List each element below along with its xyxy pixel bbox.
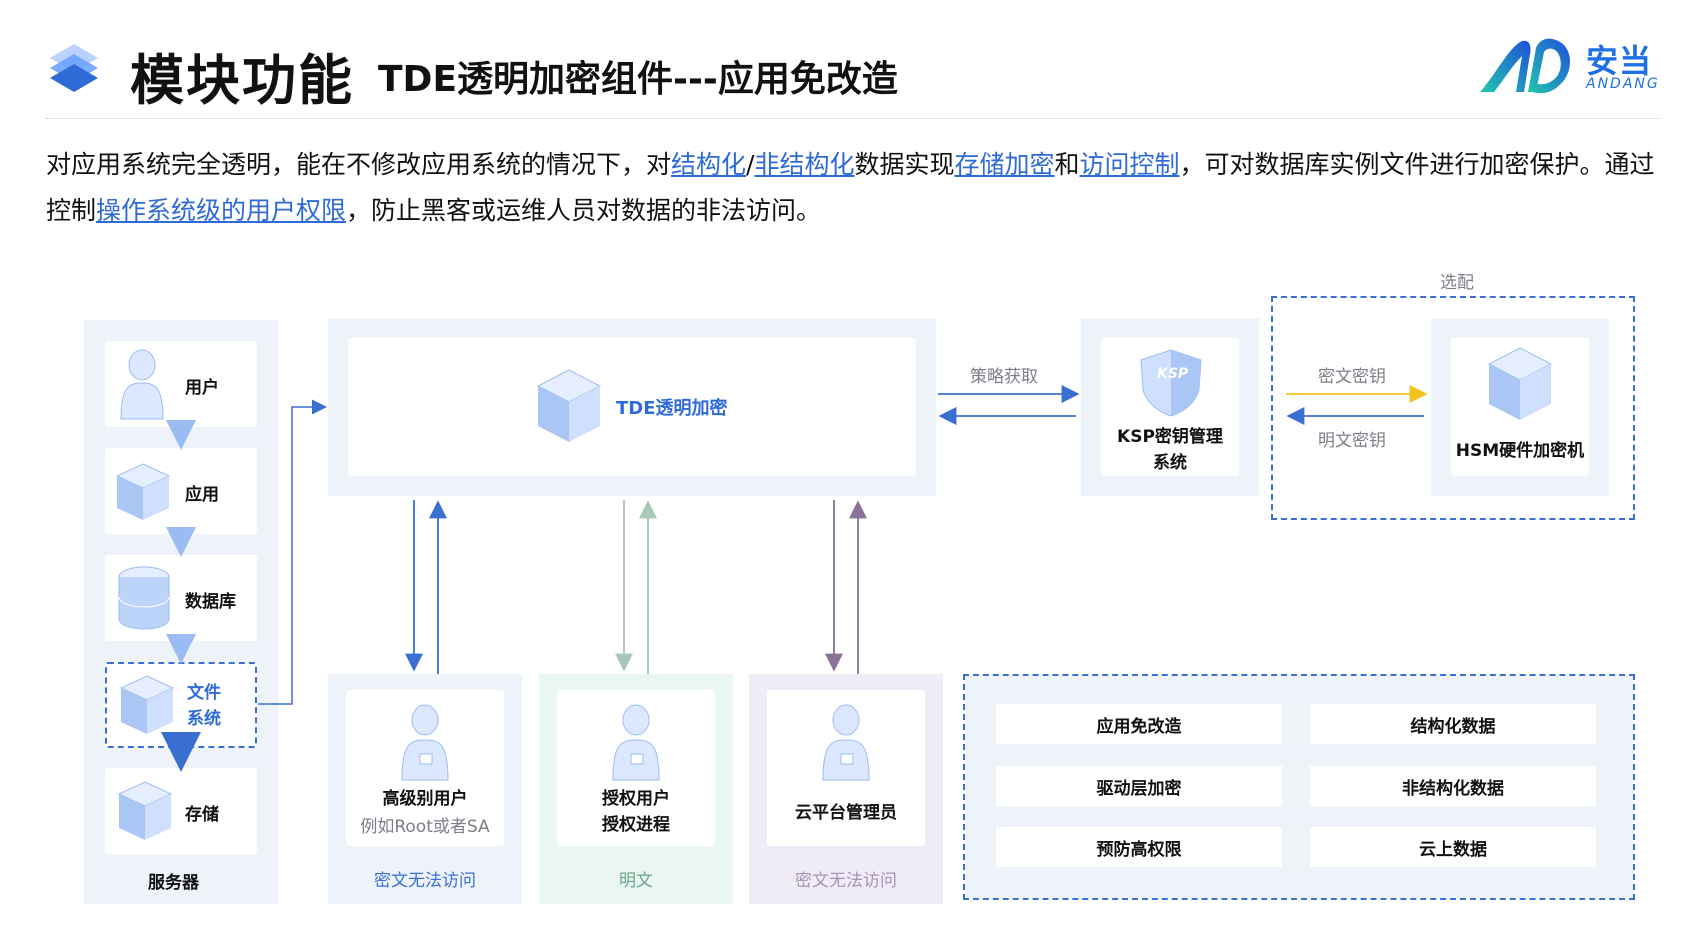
user-card-authorized: 授权用户 授权进程 xyxy=(557,690,715,846)
user-icon xyxy=(120,349,164,420)
authorized-user-icon xyxy=(612,704,660,781)
andang-logo-icon xyxy=(1480,38,1571,94)
privileged-user-icon xyxy=(401,704,449,781)
intro-paragraph: 对应用系统完全透明，能在不修改应用系统的情况下，对结构化/非结构化数据实现存储加… xyxy=(46,142,1666,234)
feature-item: 非结构化数据 xyxy=(1310,766,1596,806)
ksp-card: KSP KSP密钥管理 系统 xyxy=(1101,338,1239,476)
feature-item: 云上数据 xyxy=(1310,827,1596,867)
user-title: 授权用户 授权进程 xyxy=(602,789,670,835)
server-item-user: 用户 xyxy=(105,341,257,427)
page-title: 模块功能 xyxy=(130,49,354,112)
intro-text: ，可对数据库实例文件进行加密保护。通过控制 xyxy=(46,150,1655,225)
user-card-high-privilege: 高级别用户 例如Root或者SA xyxy=(346,690,504,846)
policy-arrow-label: 策略获取 xyxy=(970,367,1038,387)
user-caption: 密文无法访问 xyxy=(374,871,476,891)
link-storage-encryption[interactable]: 存储加密 xyxy=(954,150,1055,179)
server-item-database: 数据库 xyxy=(105,555,257,641)
server-item-label: 文件 系统 xyxy=(187,683,221,729)
intro-text: / xyxy=(746,150,755,179)
intro-text: 和 xyxy=(1054,150,1080,179)
header-divider xyxy=(46,118,1660,119)
intro-text: 对应用系统完全透明，能在不修改应用系统的情况下，对 xyxy=(46,150,672,179)
layers-icon xyxy=(50,44,98,92)
server-item-app: 应用 xyxy=(105,448,257,534)
server-item-filesystem: 文件 系统 xyxy=(105,662,257,748)
hsm-optional-box xyxy=(1271,296,1635,520)
server-item-storage: 存储 xyxy=(105,768,257,854)
filesystem-icon xyxy=(119,675,175,734)
server-item-label: 数据库 xyxy=(185,592,236,612)
tde-label: TDE透明加密 xyxy=(616,398,728,419)
cipher-key-label: 密文密钥 xyxy=(1318,367,1386,387)
features-box xyxy=(963,674,1635,900)
hsm-label: HSM硬件加密机 xyxy=(1455,441,1585,461)
logo-cn-text: 安当 xyxy=(1586,42,1653,80)
tde-card: TDE透明加密 xyxy=(348,338,916,476)
hsm-optional-label: 选配 xyxy=(1440,273,1474,293)
link-os-user-permission[interactable]: 操作系统级的用户权限 xyxy=(96,196,347,225)
feature-item: 应用免改造 xyxy=(996,704,1282,744)
feature-item: 结构化数据 xyxy=(1310,704,1596,744)
intro-text: ，防止黑客或运维人员对数据的非法访问。 xyxy=(346,196,822,225)
user-title: 高级别用户 xyxy=(382,789,468,809)
hsm-card: HSM硬件加密机 xyxy=(1451,338,1589,476)
tde-encryption-icon xyxy=(536,369,602,442)
user-card-cloud-admin: 云平台管理员 xyxy=(767,690,925,846)
server-caption: 服务器 xyxy=(148,873,199,893)
ksp-shield-icon xyxy=(1140,349,1202,417)
server-item-label: 存储 xyxy=(185,805,219,825)
ksp-badge: KSP xyxy=(1157,366,1189,382)
link-structured[interactable]: 结构化 xyxy=(671,150,747,179)
user-title: 云平台管理员 xyxy=(795,803,897,823)
cloud-admin-icon xyxy=(822,704,870,781)
server-item-label: 应用 xyxy=(185,485,219,505)
page-subtitle: TDE透明加密组件---应用免改造 xyxy=(378,59,898,100)
ksp-label: KSP密钥管理 系统 xyxy=(1117,427,1223,473)
hsm-device-icon xyxy=(1487,347,1553,420)
intro-text: 数据实现 xyxy=(854,150,955,179)
link-unstructured[interactable]: 非结构化 xyxy=(754,150,855,179)
user-subtitle: 例如Root或者SA xyxy=(360,817,490,837)
feature-item: 预防高权限 xyxy=(996,827,1282,867)
link-access-control[interactable]: 访问控制 xyxy=(1079,150,1180,179)
app-icon xyxy=(115,463,171,520)
user-caption: 明文 xyxy=(619,871,653,891)
plain-key-label: 明文密钥 xyxy=(1318,431,1386,451)
database-icon xyxy=(118,566,170,630)
user-caption: 密文无法访问 xyxy=(795,871,897,891)
feature-item: 驱动层加密 xyxy=(996,766,1282,806)
logo-en-text: ANDANG xyxy=(1586,76,1660,92)
server-item-label: 用户 xyxy=(185,378,219,398)
storage-icon xyxy=(117,781,173,840)
